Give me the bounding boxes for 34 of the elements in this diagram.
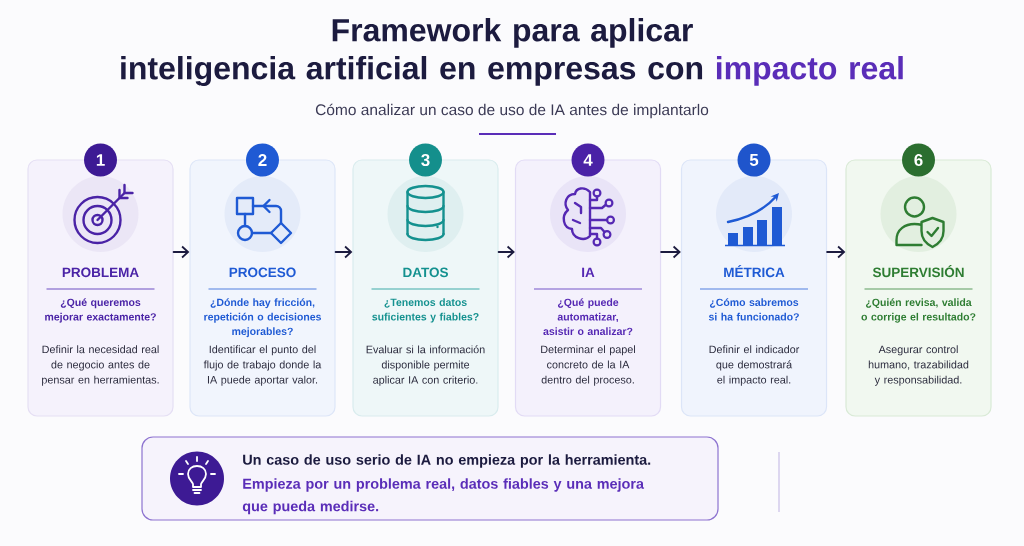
arrow <box>660 245 681 259</box>
number-badge: 2 <box>246 143 279 177</box>
question-text: ¿Tenemos datos suficientes y fiables? <box>372 298 479 323</box>
note-box <box>141 436 719 521</box>
arrow <box>826 245 846 259</box>
description-text: Asegurar control humano, trazabilidad y responsabilidad. <box>868 345 969 386</box>
number-badge: 4 <box>571 143 605 177</box>
number-badge: 6 <box>902 143 935 177</box>
number-badge: 3 <box>409 143 442 177</box>
question-text: ¿Quién revisa, valida o corrige el resultado? <box>861 298 976 323</box>
title: Framework para aplicar inteligencia artificial en empresas con impacto real <box>121 18 903 86</box>
card-heading: DATOS <box>403 267 448 278</box>
question-text: ¿Qué queremos mejorar exactamente? <box>45 298 156 323</box>
card-heading: IA <box>582 267 595 277</box>
description-text: Definir el indicador que demostrará el impacto real. <box>709 345 800 386</box>
description-text: Identificar el punto del flujo de trabajo donde la IA puede aportar valor. <box>203 345 322 386</box>
highlight-text: Empieza por un problema real, datos fiables y una mejora que pueda medirse. <box>242 478 645 515</box>
subtitle: Cómo analizar un caso de uso de IA antes de implantarlo <box>315 103 709 119</box>
description-text: Definir la necesidad real de negocio antes de pensar en herramientas. <box>42 345 159 386</box>
note-text: Un caso de uso serio de IA no empieza por la herramienta. <box>243 454 651 468</box>
arrow <box>334 245 353 259</box>
card-heading: PROBLEMA <box>62 267 139 278</box>
arrow <box>497 245 515 259</box>
question-text: ¿Qué puede automatizar, asistir o analizar? <box>543 298 633 336</box>
card-heading: SUPERVISIÓN <box>872 265 964 278</box>
number-badge: 1 <box>84 143 117 177</box>
question-text: ¿Dónde hay fricción, repetición o decisiones mejorables? <box>204 298 321 338</box>
description-text: Determinar el papel concreto de la IA dentro del proceso. <box>541 345 635 386</box>
card-heading: PROCESO <box>229 267 296 278</box>
description-text: Evaluar si la información disponible permite aplicar IA con criterio. <box>366 345 485 386</box>
number-badge: 5 <box>737 143 771 177</box>
arrow <box>172 245 190 259</box>
question-text: ¿Cómo sabremos si ha funcionado? <box>708 298 799 321</box>
card-heading: MÉTRICA <box>724 265 785 278</box>
